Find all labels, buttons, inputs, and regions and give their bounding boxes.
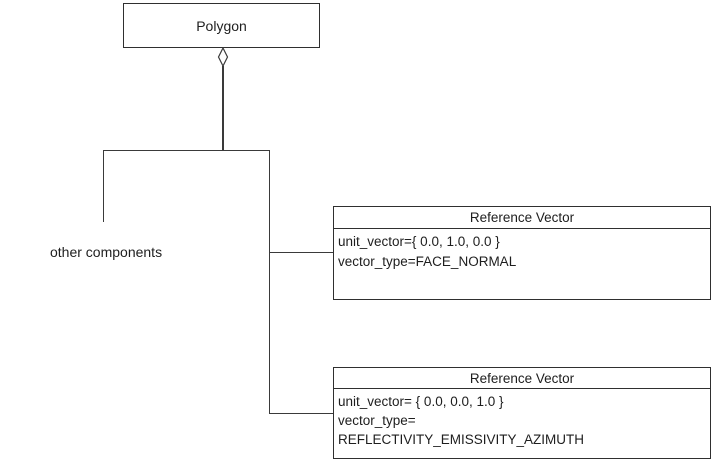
attribute-line: unit_vector= { 0.0, 0.0, 1.0 } (338, 394, 504, 409)
aggregation-diamond-icon (217, 47, 229, 67)
reference-vector-box-2: Reference Vector unit_vector= { 0.0, 0.0… (333, 367, 711, 459)
connector-stem-vertical (222, 66, 224, 151)
connector-to-other-components (103, 150, 104, 222)
attribute-line: vector_type=FACE_NORMAL (338, 254, 517, 269)
connector-to-reference-vector-1 (269, 252, 333, 253)
reference-vector-2-attributes: unit_vector= { 0.0, 0.0, 1.0 } vector_ty… (334, 389, 710, 449)
connector-branch-horizontal (103, 150, 270, 151)
reference-vector-2-title: Reference Vector (334, 368, 710, 389)
polygon-class-box: Polygon (123, 3, 320, 48)
reference-vector-1-title: Reference Vector (334, 207, 710, 229)
reference-vector-1-attributes: unit_vector={ 0.0, 1.0, 0.0 } vector_typ… (334, 229, 710, 272)
other-components-label: other components (50, 244, 163, 260)
attribute-line: unit_vector={ 0.0, 1.0, 0.0 } (338, 234, 500, 249)
reference-vector-box-1: Reference Vector unit_vector={ 0.0, 1.0,… (333, 206, 711, 300)
polygon-class-label: Polygon (196, 17, 247, 34)
connector-trunk-vertical (269, 150, 270, 414)
attribute-line: vector_type= (338, 413, 416, 428)
attribute-line: REFLECTIVITY_EMISSIVITY_AZIMUTH (338, 432, 585, 447)
connector-to-reference-vector-2 (269, 413, 333, 414)
